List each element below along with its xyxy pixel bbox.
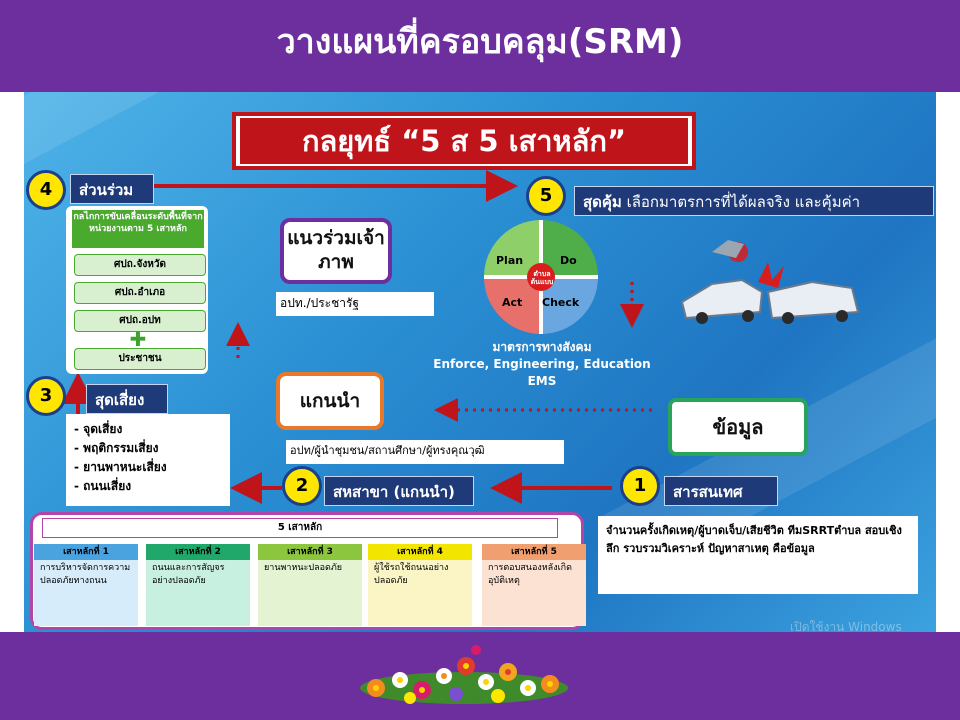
do-label: Do: [560, 254, 577, 267]
step-5-desc: เลือกมาตรการที่ได้ผลจริง และคุ้มค่า: [621, 193, 861, 211]
step-1-badge: 1: [620, 466, 660, 506]
risk-item: - จุดเสี่ยง: [74, 422, 123, 436]
step-5-label: สุดคุ้ม เลือกมาตรการที่ได้ผลจริง และคุ้ม…: [574, 186, 934, 216]
risk-item: - ยานพาหนะเสี่ยง: [74, 460, 167, 474]
measures-line2: Enforce, Engineering, Education: [433, 357, 651, 371]
mechanism-item: ศปถ.อปท: [74, 310, 206, 332]
windows-watermark: เปิดใช้งาน Windows: [790, 620, 902, 634]
measures-text: มาตรการทางสังคม Enforce, Engineering, Ed…: [412, 339, 672, 390]
flower: [367, 645, 559, 704]
cycle-center-label: ตำบลต้นแบบ: [530, 270, 554, 286]
step-4-label: ส่วนร่วม: [70, 174, 154, 204]
pillar-4-head: เสาหลักที่ 4: [368, 544, 472, 560]
header-bar: [0, 0, 960, 92]
partner-box: แนวร่วมเจ้าภาพ: [280, 218, 392, 284]
plan-segment: [484, 220, 541, 277]
lead-sub: อปท/ผู้นำชุมชน/สถานศึกษา/ผู้ทรงคุณวุฒิ: [286, 440, 564, 464]
measures-line3: EMS: [527, 374, 557, 388]
pillar-5-body: การตอบสนองหลังเกิดอุบัติเหตุ: [482, 560, 586, 626]
step-1-label: สารสนเทศ: [664, 476, 778, 506]
flower-decoration-icon: [360, 645, 568, 704]
act-label: Act: [502, 296, 523, 309]
risk-item: - พฤติกรรมเสี่ยง: [74, 441, 159, 455]
pillar-3-head: เสาหลักที่ 3: [258, 544, 362, 560]
pillar-1-body: การบริหารจัดการความปลอดภัยทางถนน: [34, 560, 138, 626]
pillar-2-body: ถนนและการสัญจรอย่างปลอดภัย: [146, 560, 250, 626]
pillar-2-head: เสาหลักที่ 2: [146, 544, 250, 560]
step-3-label: สุดเสี่ยง: [86, 384, 168, 414]
step-3-badge: 3: [26, 376, 66, 416]
pillar-4-body: ผู้ใช้รถใช้ถนนอย่างปลอดภัย: [368, 560, 472, 626]
do-segment: [541, 220, 598, 277]
page-title: วางแผนที่ครอบคลุม(SRM): [276, 22, 684, 62]
pillar-1-head: เสาหลักที่ 1: [34, 544, 138, 560]
cycle-center: [527, 263, 555, 291]
car-crash-icon: [680, 240, 860, 324]
check-label: Check: [542, 296, 580, 309]
data-box: ข้อมูล: [668, 398, 808, 456]
plan-label: Plan: [496, 254, 524, 267]
pillars-title: 5 เสาหลัก: [42, 518, 558, 538]
mechanism-item: ศปถ.จังหวัด: [74, 254, 206, 276]
plus-icon: ✚: [129, 327, 147, 351]
info-box: จำนวนครั้งเกิดเหตุ/ผู้บาดเจ็บ/เสียชีวิต …: [598, 516, 918, 594]
pillar-5-head: เสาหลักที่ 5: [482, 544, 586, 560]
measures-line1: มาตรการทางสังคม: [492, 340, 592, 354]
mechanism-item: ศปถ.อำเภอ: [74, 282, 206, 304]
step-5-badge: 5: [526, 176, 566, 216]
partner-sub: อปท./ประชารัฐ: [276, 292, 434, 316]
risk-list: - จุดเสี่ยง - พฤติกรรมเสี่ยง - ยานพาหนะเ…: [66, 414, 230, 506]
mechanism-heading: กลไกการขับเคลื่อนระดับพื้นที่จากหน่วยงาน…: [72, 210, 204, 248]
step-4-badge: 4: [26, 170, 66, 210]
act-segment: [484, 277, 541, 334]
risk-item: - ถนนเสี่ยง: [74, 479, 132, 493]
step-2-label: สหสาขา (แกนนำ): [324, 476, 474, 506]
step-2-badge: 2: [282, 466, 322, 506]
pillar-3-body: ยานพาหนะปลอดภัย: [258, 560, 362, 626]
strategy-banner: กลยุทธ์ “5 ส 5 เสาหลัก”: [240, 118, 688, 164]
step-5-title: สุดคุ้ม: [583, 193, 622, 211]
check-segment: [541, 277, 598, 334]
pdca-cycle: [484, 220, 598, 334]
mechanism-item: ประชาชน: [74, 348, 206, 370]
lead-box: แกนนำ: [276, 372, 384, 430]
